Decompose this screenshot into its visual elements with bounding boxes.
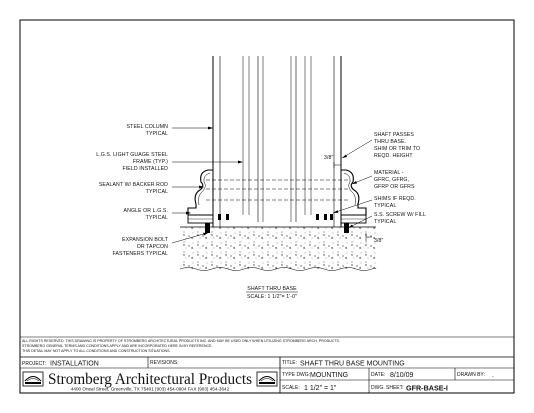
scale-label: SCALE:	[282, 385, 300, 391]
date-label: DATE:	[371, 372, 385, 378]
label-shaft-2: THRU BASE.	[374, 139, 406, 145]
detail-title: SHAFT THRU BASE	[247, 286, 297, 292]
label-sealant-1: SEALANT W/ BACKER ROD	[99, 182, 168, 188]
dimension-lower: 3/8"	[374, 238, 384, 244]
label-shaft-4: REQD. HEIGHT	[374, 153, 413, 159]
labels-left: STEEL COLUMN TYPICAL L.G.S. LIGHT GUAGE …	[96, 124, 169, 257]
legal-line-1: ALL RIGHTS RESERVED. THIS DRAWING IS PRO…	[22, 339, 340, 343]
label-shims-2: TYPICAL	[374, 203, 396, 209]
label-lgs-1: L.G.S. LIGHT GUAGE STEEL	[96, 152, 168, 158]
drawn-value: .	[492, 372, 494, 379]
label-material-1: MATERIAL -	[374, 170, 404, 176]
title-block: ALL RIGHTS RESERVED. THIS DRAWING IS PRO…	[20, 336, 514, 393]
shims	[218, 214, 333, 220]
label-material-2: GFRC, GFRG,	[374, 177, 409, 183]
legal-line-2: STROMBERG GENERAL TERMS AND CONDITIONS A…	[22, 344, 212, 348]
label-angle-1: ANGLE OR L.G.S.	[124, 208, 168, 214]
sheet-border	[19, 19, 515, 394]
label-shaft-1: SHAFT PASSES	[374, 132, 414, 138]
date-value: 8/10/09	[390, 372, 413, 379]
base-profile-left	[187, 169, 214, 233]
drawn-label: DRAWN BY:	[457, 372, 485, 378]
label-angle-2: TYPICAL	[146, 215, 168, 221]
label-material-3: GFRP OR GFRS	[374, 184, 415, 190]
stromberg-logo-left-icon	[22, 371, 44, 387]
legal-line-3: THIS DETAIL MAY NOT APPLY TO ALL CONDITI…	[22, 349, 171, 353]
label-steel-column-1: STEEL COLUMN	[127, 124, 169, 130]
company-address: 4400 Oneal Street, Greenville, TX 75401 …	[71, 387, 230, 392]
steel-column	[212, 56, 342, 227]
label-shims-1: SHIMS IF REQD.	[374, 196, 416, 202]
label-screw-2: TYPICAL	[374, 219, 396, 225]
leader-arrows-right	[333, 154, 357, 228]
label-bolt-2: OR TAPCON	[137, 244, 168, 250]
label-lgs-2: FRAME (TYP.)	[133, 159, 168, 165]
leader-arrows-left	[186, 126, 243, 236]
sheet-label: DWG. SHEET:	[371, 385, 404, 391]
base-profile-right	[340, 169, 367, 233]
type-value: MOUNTING	[310, 372, 348, 379]
stromberg-logo-right-icon	[256, 371, 278, 387]
label-shaft-3: SHIM OR TRIM TO	[374, 146, 420, 152]
project-label: PROJECT:	[22, 361, 46, 367]
label-sealant-2: TYPICAL	[146, 189, 168, 195]
title-value: SHAFT THRU BASE MOUNTING	[300, 361, 405, 368]
scale-value: 1 1/2" = 1"	[304, 385, 337, 392]
dimension-upper: 3/8"	[324, 155, 334, 161]
dimension-marks	[333, 162, 372, 241]
revisions-label: REVISIONS:	[150, 360, 179, 366]
hidden-lines	[206, 179, 348, 201]
title-label: TITLE:	[282, 360, 297, 366]
label-bolt-1: EXPANSION BOLT	[122, 237, 169, 243]
sheet-value: GFR-BASE-I	[406, 384, 448, 393]
detail-scale: SCALE: 1 1/2"= 1'-0"	[247, 294, 297, 300]
company-name: Stromberg Architectural Products	[48, 371, 252, 388]
labels-right: SHAFT PASSES THRU BASE. SHIM OR TRIM TO …	[374, 132, 426, 225]
label-steel-column-2: TYPICAL	[146, 131, 168, 137]
project-value: INSTALLATION	[50, 361, 99, 368]
label-lgs-3: FIELD INSTALLED	[122, 166, 168, 172]
type-label: TYPE DWG:	[282, 372, 310, 378]
label-bolt-3: FASTENERS TYPICAL	[112, 251, 168, 257]
concrete-slab	[180, 227, 376, 269]
label-screw-1: S.S. SCREW W/ FILL	[374, 212, 426, 218]
